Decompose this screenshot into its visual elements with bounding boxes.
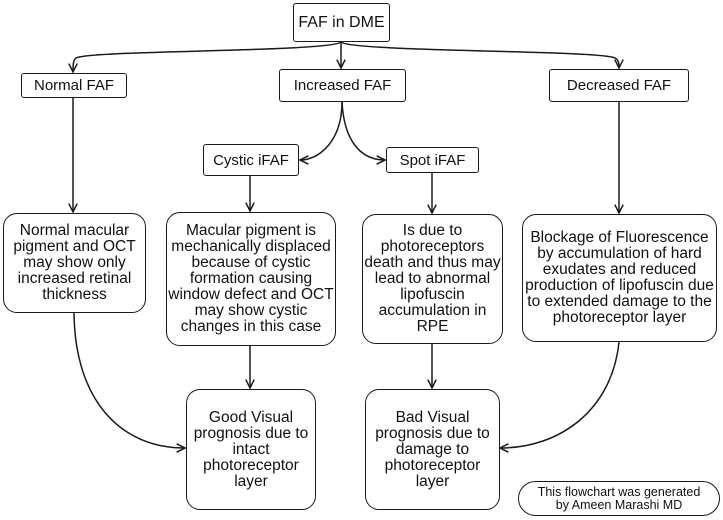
edge-root-to-normal-faf (73, 41, 342, 72)
node-label: Bad Visual prognosis due to damage to ph… (375, 408, 490, 490)
edge-normal-desc-to-good (73, 312, 185, 448)
node-decreased-faf: Decreased FAF (549, 69, 689, 102)
node-label: Cystic iFAF (213, 151, 289, 169)
node-label: Macular pigment is mechanically displace… (168, 222, 334, 335)
node-increased-faf: Increased FAF (279, 69, 406, 102)
node-faf-in-dme: FAF in DME (293, 3, 390, 42)
node-label: Decreased FAF (566, 77, 672, 94)
node-label: Normal macular pigment and OCT may show … (13, 222, 136, 303)
node-label: Increased FAF (293, 77, 392, 94)
edge-decreased-desc-to-bad (500, 341, 620, 448)
node-good-prognosis: Good Visual prognosis due to intact phot… (186, 389, 316, 510)
node-decreased-description: Blockage of Fluorescence by accumulation… (522, 214, 717, 342)
footer-credit-text: This flowchart was generated by Ameen Ma… (537, 484, 701, 512)
node-spot-description: Is due to photoreceptors death and thus … (362, 214, 503, 344)
node-cystic-description: Macular pigment is mechanically displace… (166, 212, 336, 346)
node-cystic-ifaf: Cystic iFAF (203, 144, 299, 176)
node-label: Normal FAF (33, 77, 114, 94)
node-label: Is due to photoreceptors death and thus … (364, 222, 501, 335)
node-label: Spot iFAF (399, 151, 466, 169)
edge-increased-to-spot (341, 101, 385, 160)
node-normal-faf: Normal FAF (21, 73, 127, 98)
node-normal-description: Normal macular pigment and OCT may show … (3, 213, 146, 313)
edge-root-to-decreased-faf (340, 41, 619, 68)
node-label: Blockage of Fluorescence by accumulation… (525, 229, 714, 326)
node-label: FAF in DME (298, 13, 385, 31)
node-label: Good Visual prognosis due to intact phot… (193, 408, 309, 490)
node-spot-ifaf: Spot iFAF (386, 147, 479, 173)
edge-increased-to-cystic (300, 101, 343, 160)
node-bad-prognosis: Bad Visual prognosis due to damage to ph… (365, 389, 500, 510)
footer-credit: This flowchart was generated by Ameen Ma… (518, 481, 720, 516)
